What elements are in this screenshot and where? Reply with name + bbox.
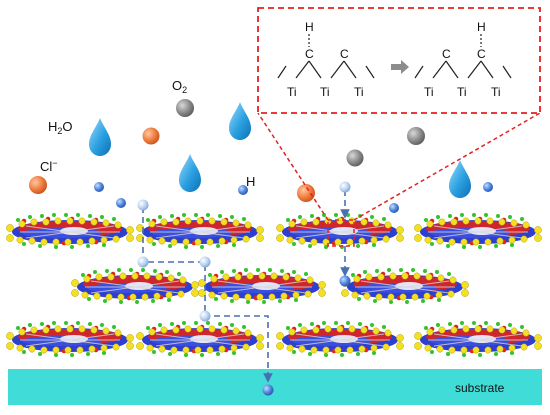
chloride-label: Cl− <box>40 158 58 174</box>
hydrogen-atom <box>94 182 104 192</box>
inset-right-c2: C <box>477 47 486 61</box>
oxygen-molecule <box>346 149 364 167</box>
reaction-arrow-icon <box>391 60 409 74</box>
oxygen-molecule <box>407 127 425 145</box>
mxene-flake <box>275 212 405 250</box>
mxene-flake <box>70 267 200 305</box>
inset-panel: H C C Ti Ti Ti H C C Ti Ti Ti <box>257 7 541 114</box>
molecules <box>29 99 493 213</box>
mxene-layers <box>5 212 543 358</box>
mxene-flake <box>275 320 405 358</box>
hydrogen-atom <box>116 198 126 208</box>
diffusion-path <box>142 190 350 383</box>
hydrogen-atom <box>389 203 399 213</box>
mxene-flake <box>135 320 265 358</box>
mxene-flake <box>5 320 135 358</box>
right-structure <box>414 34 512 79</box>
left-structure <box>277 34 375 79</box>
water-drop-icon <box>179 154 201 192</box>
water-drop-icon <box>89 118 111 156</box>
mxene-flake <box>413 212 543 250</box>
mxene-flake <box>5 212 135 250</box>
zoom-callout <box>257 112 541 247</box>
chloride-ion <box>297 184 315 202</box>
hydrogen-label: H <box>246 174 255 189</box>
water-drops <box>89 102 471 198</box>
inset-left-ti3: Ti <box>354 85 364 99</box>
inset-left-c2: C <box>340 47 349 61</box>
inset-right-c1: C <box>442 47 451 61</box>
inset-left-c1: C <box>305 47 314 61</box>
inset-left-h: H <box>305 20 314 34</box>
mxene-flake <box>135 212 265 250</box>
inset-right-ti3: Ti <box>491 85 501 99</box>
water-label: H2O <box>48 119 73 136</box>
substrate-label: substrate <box>455 381 505 395</box>
oxygen-molecule <box>176 99 194 117</box>
ion-path-dots <box>137 181 351 396</box>
inset-left-ti2: Ti <box>320 85 330 99</box>
hydrogen-atom <box>483 182 493 192</box>
water-drop-icon <box>449 160 471 198</box>
chloride-ion <box>142 127 160 145</box>
mxene-flake <box>197 267 327 305</box>
inset-left-ti1: Ti <box>287 85 297 99</box>
chloride-ion <box>29 176 47 194</box>
oxygen-label: O2 <box>172 78 187 95</box>
substrate-bar <box>8 369 542 405</box>
mxene-flake <box>340 267 470 305</box>
mxene-flake <box>413 320 543 358</box>
inset-right-h: H <box>477 20 486 34</box>
inset-right-ti2: Ti <box>457 85 467 99</box>
water-drop-icon <box>229 102 251 140</box>
inset-right-ti1: Ti <box>424 85 434 99</box>
inset-border <box>257 7 541 114</box>
hydrogen-atom <box>238 185 248 195</box>
